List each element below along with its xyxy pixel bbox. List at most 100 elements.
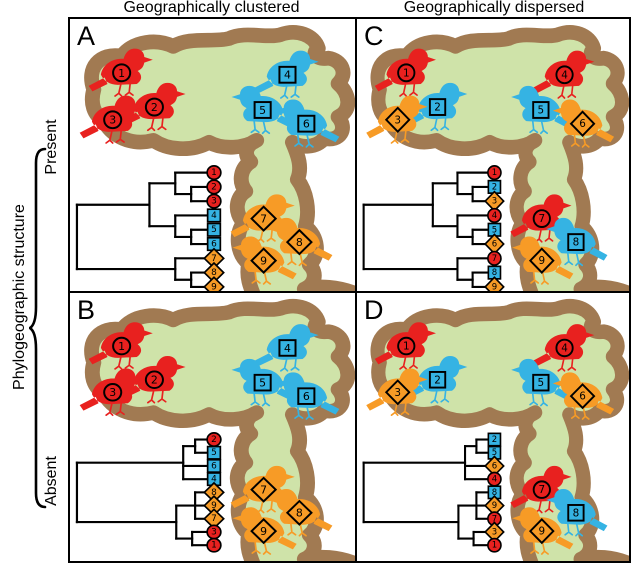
tree-tip-3: 3 xyxy=(206,193,222,209)
bird-marker-8: 8 xyxy=(567,504,585,522)
svg-text:7: 7 xyxy=(492,254,497,264)
svg-text:8: 8 xyxy=(296,507,303,520)
bird-marker-8: 8 xyxy=(285,499,313,526)
tree-tip-6: 6 xyxy=(206,458,222,473)
svg-text:7: 7 xyxy=(538,213,545,225)
phylogenetic-tree xyxy=(362,438,488,547)
tree-tip-4: 4 xyxy=(206,208,222,223)
svg-text:4: 4 xyxy=(492,211,498,221)
svg-text:1: 1 xyxy=(211,168,217,178)
svg-text:7: 7 xyxy=(211,514,217,524)
svg-text:3: 3 xyxy=(492,197,497,207)
bird-marker-9: 9 xyxy=(528,518,555,545)
panel-label-b: B xyxy=(77,295,96,325)
bird-marker-4: 4 xyxy=(555,65,574,85)
svg-text:5: 5 xyxy=(538,104,545,116)
svg-text:4: 4 xyxy=(211,211,217,221)
svg-text:3: 3 xyxy=(109,114,116,127)
tree-tip-9: 9 xyxy=(203,276,225,291)
svg-text:9: 9 xyxy=(538,526,545,538)
panel-label-d: D xyxy=(364,295,384,325)
svg-text:9: 9 xyxy=(260,255,267,268)
bird-marker-7: 7 xyxy=(250,476,278,503)
bird-marker-3: 3 xyxy=(384,379,411,406)
bird-marker-1: 1 xyxy=(397,63,416,83)
bird-marker-9: 9 xyxy=(250,518,278,545)
bird-marker-8: 8 xyxy=(285,228,313,256)
tree-tip-1: 1 xyxy=(206,165,222,181)
svg-text:3: 3 xyxy=(109,386,116,399)
tree-tip-6: 6 xyxy=(484,455,505,477)
svg-text:7: 7 xyxy=(260,484,267,497)
svg-text:8: 8 xyxy=(211,268,217,278)
bird-marker-3: 3 xyxy=(103,110,123,130)
phylogenetic-tree xyxy=(75,438,208,547)
tree-tip-7: 7 xyxy=(487,250,502,266)
column-header-clustered: Geographically clustered xyxy=(123,0,300,16)
svg-text:3: 3 xyxy=(492,527,497,537)
bird-marker-2: 2 xyxy=(428,98,447,116)
svg-text:2: 2 xyxy=(434,101,441,113)
tree-tip-9: 9 xyxy=(484,276,505,291)
svg-text:6: 6 xyxy=(579,118,586,130)
bird-marker-3: 3 xyxy=(103,383,123,402)
bird-marker-6: 6 xyxy=(569,383,596,410)
svg-text:6: 6 xyxy=(579,391,586,403)
bird-marker-2: 2 xyxy=(144,97,164,117)
tree-tip-2: 2 xyxy=(206,432,222,448)
svg-text:7: 7 xyxy=(538,484,545,496)
svg-text:1: 1 xyxy=(118,67,125,80)
svg-text:9: 9 xyxy=(492,501,497,511)
bird-marker-2: 2 xyxy=(428,370,447,389)
tree-tip-9: 9 xyxy=(484,495,505,517)
svg-text:6: 6 xyxy=(492,461,497,471)
tree-tip-3: 3 xyxy=(484,521,505,543)
panel-label-a: A xyxy=(77,21,96,51)
tree-tip-1: 1 xyxy=(487,537,502,553)
tree-tip-3: 3 xyxy=(206,524,222,540)
svg-text:3: 3 xyxy=(211,197,217,207)
svg-text:1: 1 xyxy=(403,67,410,79)
bird-marker-6: 6 xyxy=(569,110,596,137)
svg-text:9: 9 xyxy=(211,501,217,511)
panel-label-c: C xyxy=(364,21,384,51)
tree-tip-9: 9 xyxy=(203,495,225,517)
svg-text:4: 4 xyxy=(561,342,568,354)
bird-marker-4: 4 xyxy=(278,65,297,84)
svg-text:3: 3 xyxy=(394,387,401,399)
bird-marker-5: 5 xyxy=(532,101,550,119)
svg-text:5: 5 xyxy=(259,104,266,117)
column-header-dispersed: Geographically dispersed xyxy=(403,0,585,16)
bird-marker-6: 6 xyxy=(297,114,316,133)
bird-marker-9: 9 xyxy=(250,247,278,274)
tree-tip-4: 4 xyxy=(487,471,502,487)
svg-text:6: 6 xyxy=(303,118,310,131)
bird-marker-4: 4 xyxy=(555,338,574,358)
svg-text:3: 3 xyxy=(211,528,217,538)
tree-tip-8: 8 xyxy=(203,481,225,503)
phylogenetic-tree xyxy=(75,171,208,288)
tree-tip-1: 1 xyxy=(487,165,502,181)
svg-text:1: 1 xyxy=(118,340,125,353)
curly-brace xyxy=(29,147,47,509)
tree-tip-7: 7 xyxy=(203,508,225,530)
svg-text:5: 5 xyxy=(492,448,497,458)
svg-text:2: 2 xyxy=(434,374,441,386)
svg-text:5: 5 xyxy=(492,225,497,235)
svg-text:3: 3 xyxy=(394,114,401,126)
svg-text:9: 9 xyxy=(260,525,267,538)
svg-text:8: 8 xyxy=(492,488,497,498)
svg-text:7: 7 xyxy=(260,213,267,226)
bird-marker-1: 1 xyxy=(397,336,416,356)
svg-text:2: 2 xyxy=(211,182,217,192)
svg-text:4: 4 xyxy=(492,475,497,485)
svg-text:2: 2 xyxy=(151,101,158,114)
tree-tip-6: 6 xyxy=(484,233,505,255)
